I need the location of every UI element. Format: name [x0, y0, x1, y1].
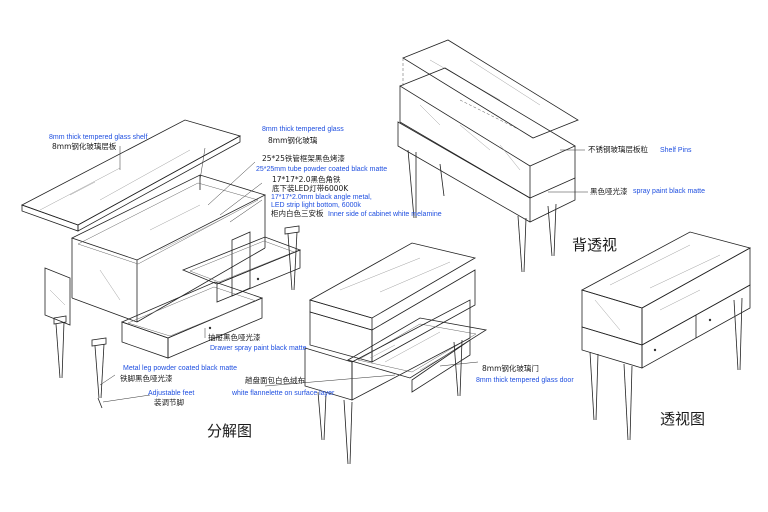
leader-lines	[99, 146, 588, 403]
label-paint-cn: 黑色哑光漆	[590, 187, 628, 196]
perspective-cabinet-front	[581, 326, 643, 369]
view-title-back-perspective: 背透视	[572, 236, 618, 254]
label-pins-en: Shelf Pins	[660, 147, 692, 154]
exploded-drawers	[120, 236, 302, 359]
exploded-side-panel-left	[44, 267, 71, 326]
view-title-perspective: 透视图	[660, 410, 706, 428]
perspective-view	[580, 231, 752, 441]
label-shelf-en: 8mm thick tempered glass shelf	[49, 134, 148, 141]
open-cabinet-view	[304, 242, 488, 465]
label-tube-cn: 25*25铁管框架黑色烤漆	[262, 154, 345, 163]
label-inner-cn: 柜内白色三安板	[271, 209, 324, 218]
label-drawer-cn: 抽屉黑色哑光漆	[208, 333, 261, 342]
label-door-cn: 8mm钢化玻璃门	[482, 364, 539, 373]
label-led-cn: 底下装LED灯带6000K	[272, 184, 349, 193]
back-perspective-view	[397, 39, 579, 273]
exploded-side-panel-right	[231, 231, 251, 297]
label-glass-cn: 8mm钢化玻璃	[268, 136, 318, 145]
label-angle-en-2: LED strip light bottom, 6000k	[271, 202, 361, 209]
glass-door	[411, 339, 471, 393]
velvet-tray	[346, 317, 488, 379]
label-feet-cn: 装调节脚	[154, 398, 184, 407]
exploded-legs	[53, 225, 300, 409]
label-inner-en: Inner side of cabinet white melamine	[328, 211, 442, 218]
label-shelf-cn: 8mm钢化玻璃层板	[52, 142, 117, 151]
label-tube-en: 25*25mm tube powder coated black matte	[256, 166, 388, 173]
label-surface-cn: 趟盘面包白色绒布	[245, 376, 305, 385]
label-leg-cn: 铁脚黑色哑光漆	[120, 374, 173, 383]
label-paint-en: spray paint black matte	[633, 188, 705, 195]
label-pins-cn: 不锈钢玻璃层板粒	[588, 145, 648, 154]
label-drawer-en: Drawer spray paint black matte	[210, 345, 307, 352]
label-angle-cn: 17*17*2.0黑色角铁	[272, 175, 341, 184]
label-feet-en: Adjustable feet	[148, 390, 195, 397]
exploded-glass-box	[70, 174, 267, 323]
view-title-exploded: 分解图	[207, 422, 253, 440]
exploded-view	[21, 119, 302, 409]
label-glass-en: 8mm thick tempered glass	[262, 126, 344, 133]
label-surface-en: white flannelette on surface layer	[232, 390, 335, 397]
label-door-en: 8mm thick tempered glass door	[476, 377, 574, 384]
label-leg-en: Metal leg powder coated black matte	[123, 365, 238, 372]
exploded-glass-shelf	[21, 119, 242, 232]
back-glass-lid	[402, 39, 579, 139]
label-angle-en-1: 17*17*2.0mm black angle metal,	[271, 194, 372, 201]
open-cabinet-top	[308, 242, 477, 319]
